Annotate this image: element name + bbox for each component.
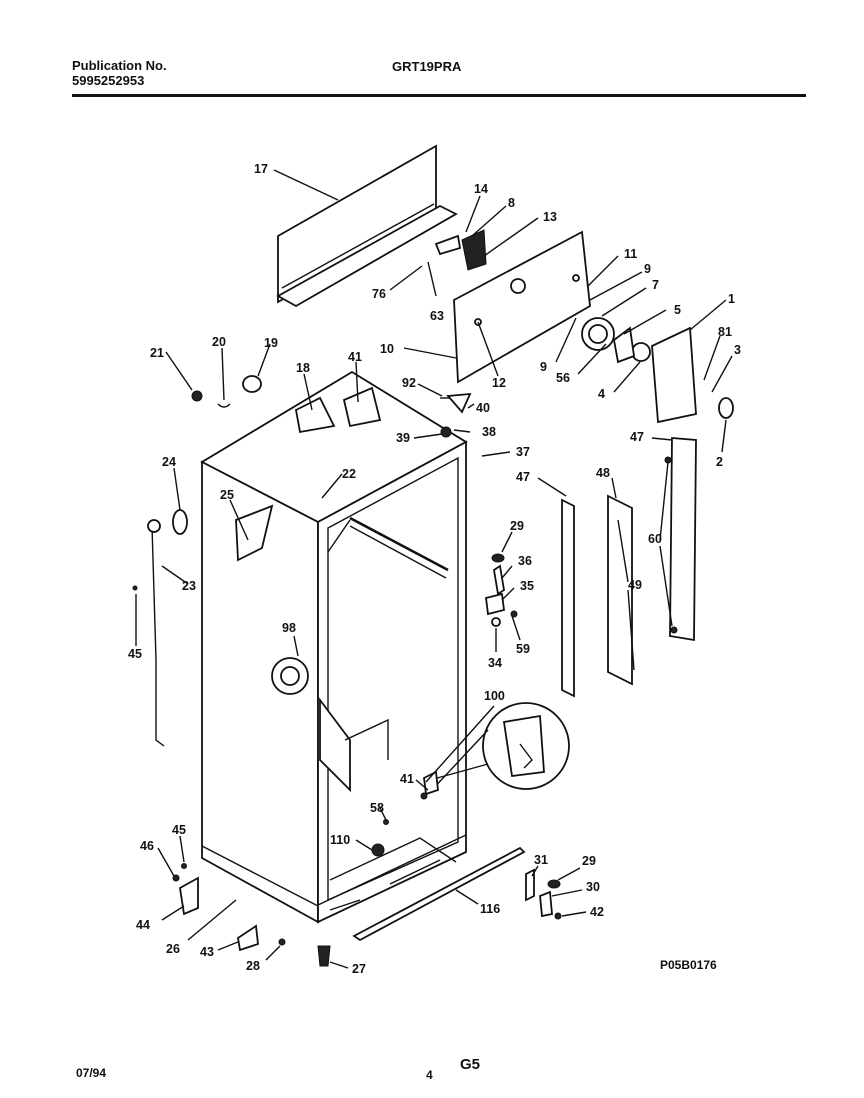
bottom-hardware-drawing bbox=[172, 792, 562, 967]
detail-inset-drawing bbox=[423, 702, 570, 796]
callout-41-bottom: 41 bbox=[400, 772, 414, 786]
callout-47-left: 47 bbox=[516, 470, 530, 484]
callout-98: 98 bbox=[282, 621, 296, 635]
callout-46: 46 bbox=[140, 839, 154, 853]
callout-18: 18 bbox=[296, 361, 310, 375]
cabinet-drawing bbox=[200, 370, 468, 924]
footer-section: G5 bbox=[460, 1056, 481, 1073]
callout-92: 92 bbox=[402, 376, 416, 390]
callout-10: 10 bbox=[380, 342, 394, 356]
callout-60: 60 bbox=[648, 532, 662, 546]
callout-labels: 17 14 8 13 76 63 11 9 7 5 1 81 3 10 12 9… bbox=[128, 162, 741, 976]
callout-40: 40 bbox=[476, 401, 490, 415]
callout-2: 2 bbox=[716, 455, 723, 469]
callout-38: 38 bbox=[482, 425, 496, 439]
callout-35: 35 bbox=[520, 579, 534, 593]
top-panel-drawing bbox=[276, 144, 458, 308]
top-hardware-drawing bbox=[191, 375, 472, 438]
hinge-rod-drawing bbox=[132, 509, 188, 747]
header-rule bbox=[72, 94, 806, 97]
callout-8: 8 bbox=[508, 196, 515, 210]
callout-23: 23 bbox=[182, 579, 196, 593]
callout-110: 110 bbox=[330, 833, 350, 847]
leader-lines bbox=[135, 169, 733, 969]
callout-24: 24 bbox=[162, 455, 176, 469]
callout-7: 7 bbox=[652, 278, 659, 292]
callout-28: 28 bbox=[246, 959, 260, 973]
callout-76: 76 bbox=[372, 287, 386, 301]
callout-3: 3 bbox=[734, 343, 741, 357]
footer-date: 07/94 bbox=[76, 1066, 107, 1080]
callout-81: 81 bbox=[718, 325, 732, 339]
callout-13: 13 bbox=[543, 210, 557, 224]
callout-22: 22 bbox=[342, 467, 356, 481]
callout-42: 42 bbox=[590, 905, 604, 919]
callout-12: 12 bbox=[492, 376, 506, 390]
callout-4: 4 bbox=[598, 387, 605, 401]
callout-100: 100 bbox=[484, 689, 505, 703]
control-panel-drawing bbox=[434, 229, 615, 384]
callout-47-right: 47 bbox=[630, 430, 644, 444]
light-cover-drawing bbox=[613, 326, 734, 424]
callout-9-lower: 9 bbox=[540, 360, 547, 374]
door-trim-drawing bbox=[561, 437, 697, 698]
callout-14: 14 bbox=[474, 182, 488, 196]
callout-39: 39 bbox=[396, 431, 410, 445]
callout-25: 25 bbox=[220, 488, 234, 502]
callout-43: 43 bbox=[200, 945, 214, 959]
callout-49: 49 bbox=[628, 578, 642, 592]
callout-20: 20 bbox=[212, 335, 226, 349]
figure-code: P05B0176 bbox=[660, 958, 717, 972]
model-number: GRT19PRA bbox=[392, 59, 462, 74]
callout-48: 48 bbox=[596, 466, 610, 480]
callout-58: 58 bbox=[370, 801, 384, 815]
callout-17: 17 bbox=[254, 162, 268, 176]
publication-number: 5995252953 bbox=[72, 73, 145, 88]
callout-59: 59 bbox=[516, 642, 530, 656]
callout-31: 31 bbox=[534, 853, 548, 867]
callout-27: 27 bbox=[352, 962, 366, 976]
callout-5: 5 bbox=[674, 303, 681, 317]
callout-37: 37 bbox=[516, 445, 530, 459]
callout-19: 19 bbox=[264, 336, 278, 350]
callout-45-bottom: 45 bbox=[172, 823, 186, 837]
mid-hardware-drawing bbox=[485, 553, 518, 627]
callout-29-bottom: 29 bbox=[582, 854, 596, 868]
callout-26: 26 bbox=[166, 942, 180, 956]
callout-11: 11 bbox=[624, 247, 637, 261]
callout-29-mid: 29 bbox=[510, 519, 524, 533]
callout-21: 21 bbox=[150, 346, 164, 360]
callout-9-upper: 9 bbox=[644, 262, 651, 276]
footer-page: 4 bbox=[426, 1068, 433, 1082]
callout-45-left: 45 bbox=[128, 647, 142, 661]
callout-63: 63 bbox=[430, 309, 444, 323]
callout-44: 44 bbox=[136, 918, 150, 932]
callout-30: 30 bbox=[586, 880, 600, 894]
callout-41-top: 41 bbox=[348, 350, 362, 364]
callout-1: 1 bbox=[728, 292, 735, 306]
publication-label: Publication No. bbox=[72, 58, 167, 73]
callout-116: 116 bbox=[480, 902, 500, 916]
callout-36: 36 bbox=[518, 554, 532, 568]
callout-56: 56 bbox=[556, 371, 570, 385]
callout-34: 34 bbox=[488, 656, 502, 670]
